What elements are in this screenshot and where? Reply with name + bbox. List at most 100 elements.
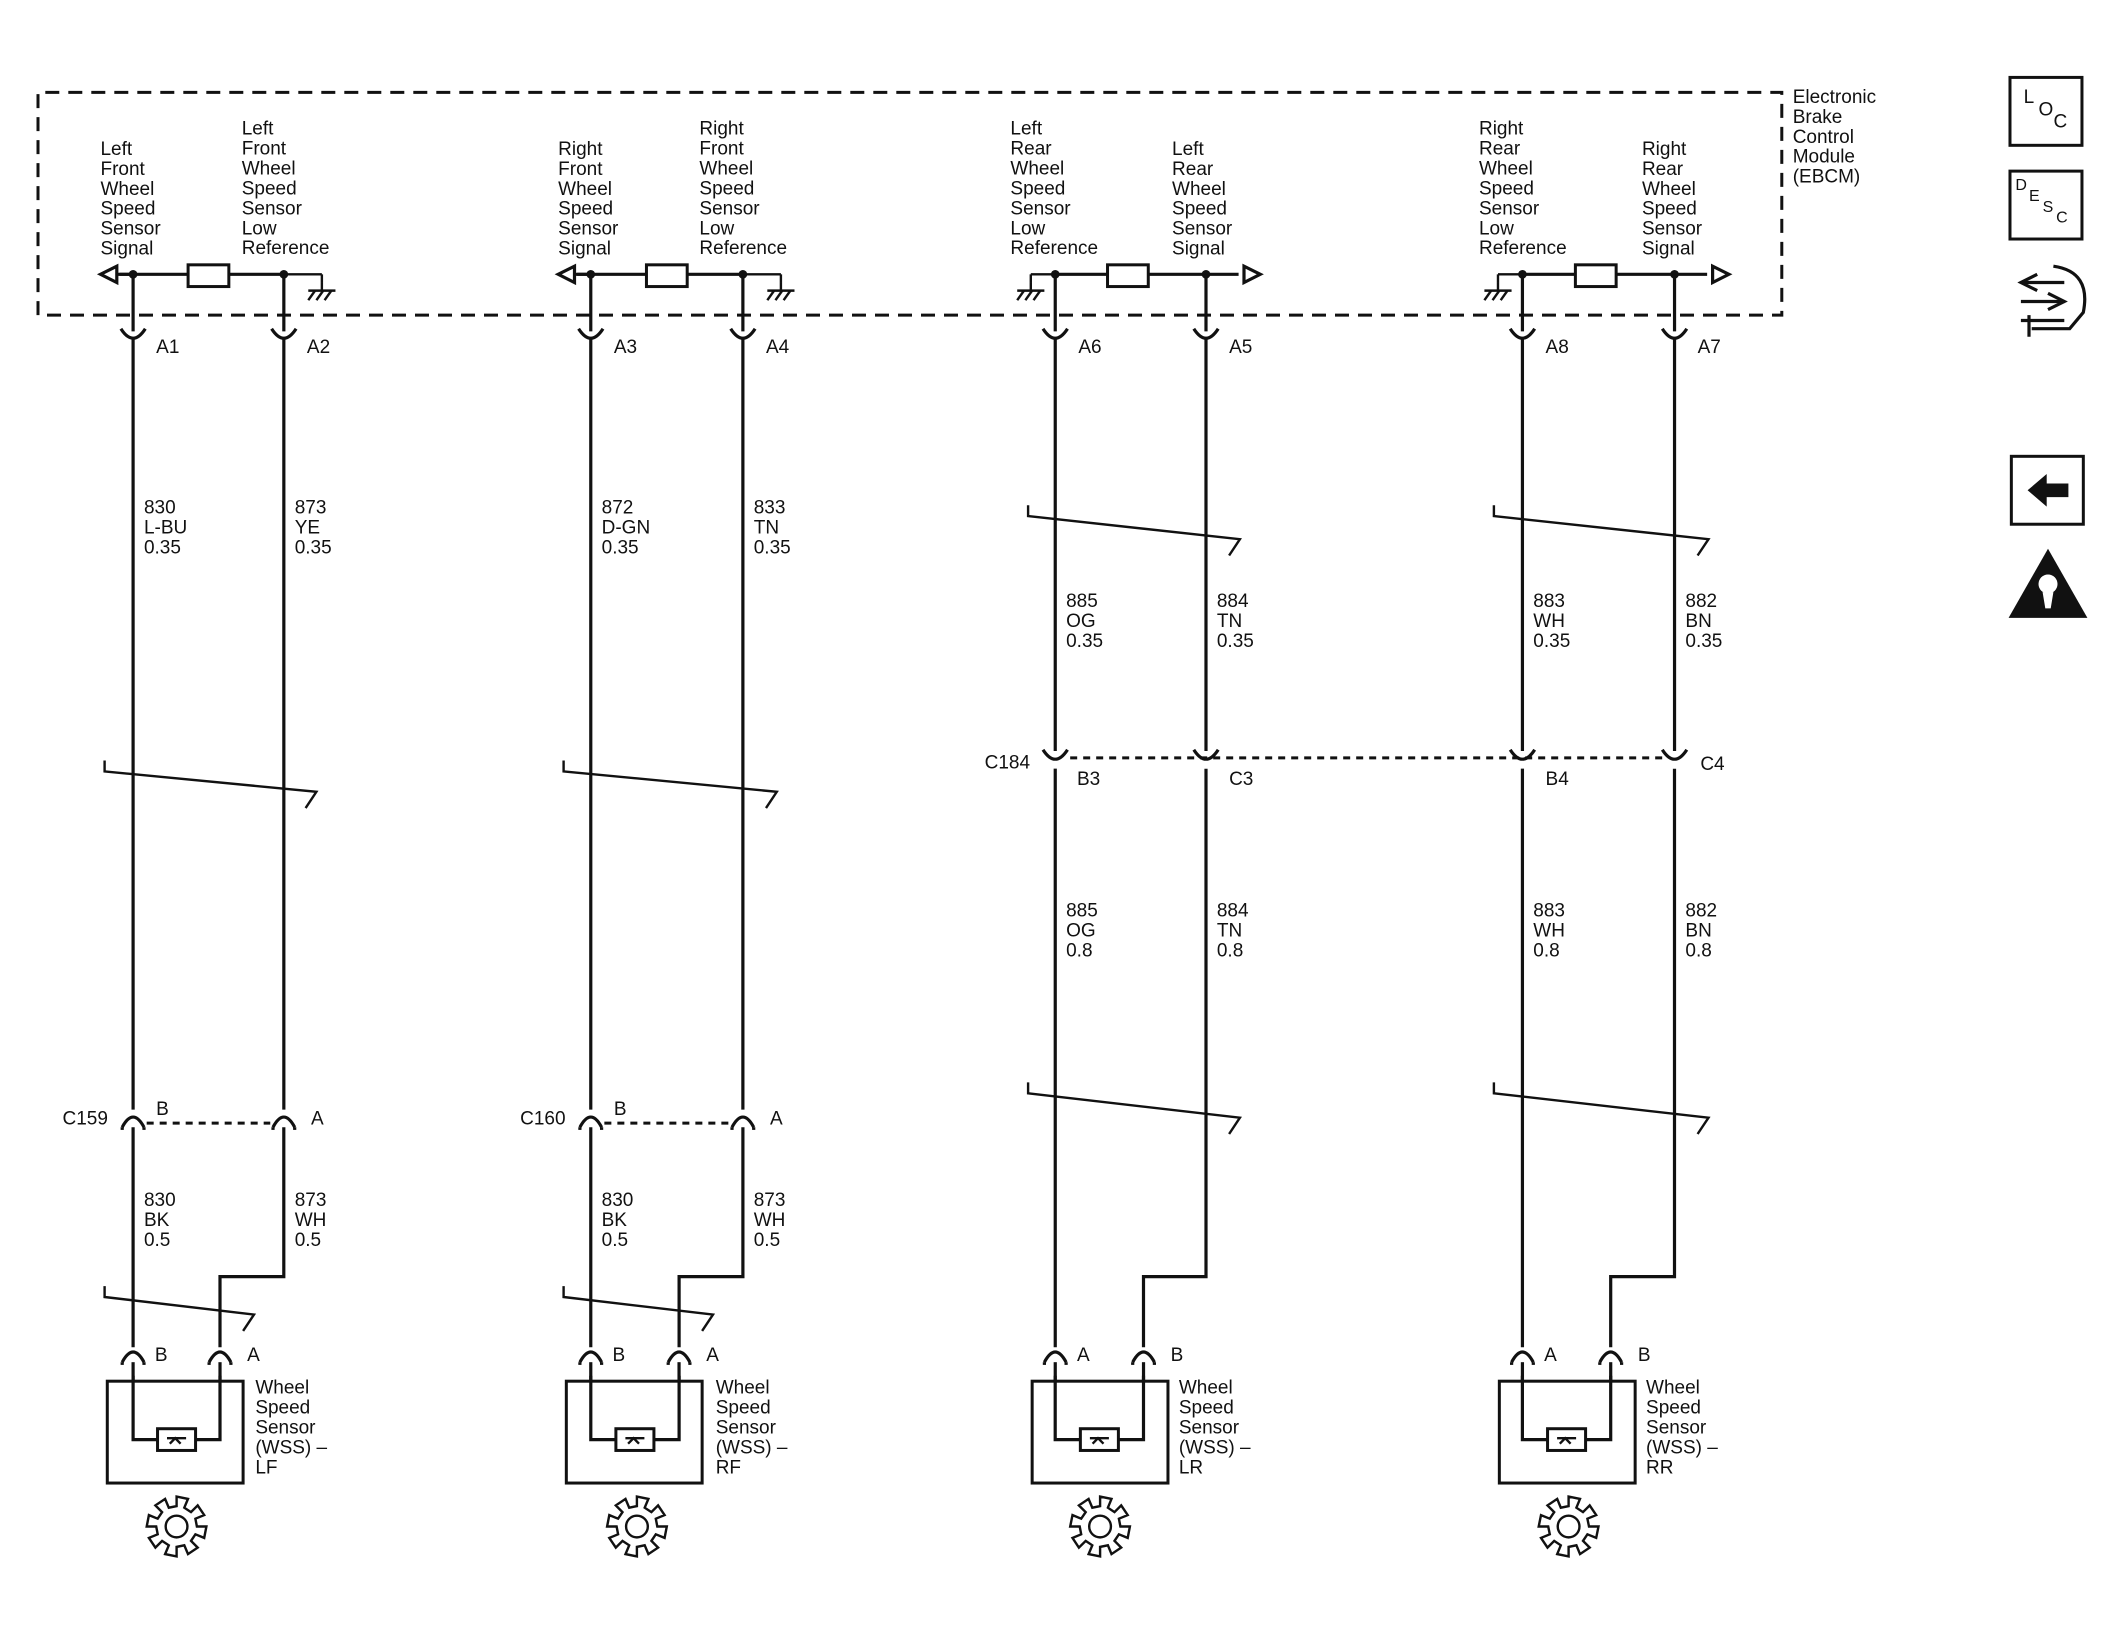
pin-label-lr_low: Low	[1010, 218, 1045, 239]
module-pin-A5	[1192, 327, 1220, 340]
wire-label-lower: 882	[1685, 901, 1717, 922]
wire-label-lower: BK	[144, 1210, 170, 1231]
inline-connector-cup	[271, 1115, 297, 1128]
wire-label-upper: WH	[1533, 611, 1565, 632]
module-pin-A6	[1041, 327, 1069, 340]
wire-label-upper: TN	[754, 517, 779, 538]
module-name: Electronic	[1793, 87, 1876, 108]
wire-label-lower: WH	[1533, 921, 1565, 942]
sensor-name-rf: RF	[716, 1457, 741, 1478]
sensor-name-lr: Sensor	[1179, 1417, 1240, 1438]
wire-label-upper: 885	[1066, 591, 1098, 612]
pin-label-rr_low: Sensor	[1479, 198, 1540, 219]
bias-resistor	[644, 263, 689, 289]
wire-label-lower: BN	[1685, 921, 1711, 942]
harness-break	[562, 760, 779, 809]
pin-label-rr_sig: Rear	[1642, 159, 1684, 180]
pin-label-lr_low: Reference	[1010, 238, 1098, 259]
svg-text:S: S	[2043, 199, 2054, 216]
module-pin-A8	[1508, 327, 1537, 340]
svg-text:C: C	[2053, 112, 2067, 133]
wire-label-lower: 0.8	[1066, 941, 1092, 962]
sensor-name-rr: Sensor	[1646, 1417, 1707, 1438]
inline-connector-cup	[578, 1115, 604, 1128]
module-pin-A3	[577, 327, 605, 340]
pin-label-lr_low: Left	[1010, 118, 1042, 139]
sensor-connector-cup	[120, 1350, 146, 1363]
wire-rr_sig-lower	[1609, 768, 1677, 1348]
pin-id: A3	[614, 337, 637, 358]
pin-label-lf_low: Front	[242, 138, 287, 159]
wire-label-lower: 0.8	[1217, 941, 1243, 962]
sensor-name-lf: Sensor	[255, 1417, 316, 1438]
wire-label-lower: 830	[144, 1190, 176, 1211]
wire-label-upper: 0.35	[602, 537, 639, 558]
pin-label-rf_low: Right	[699, 118, 744, 139]
wire-label-upper: 0.35	[1217, 631, 1254, 652]
pin-label-rr_sig: Sensor	[1642, 219, 1703, 240]
wire-label-lower: 0.5	[144, 1230, 170, 1251]
pin-label-rf_sig: Front	[558, 159, 603, 180]
pin-label-lf_sig: Speed	[100, 199, 155, 220]
pin-label-rf_low: Wheel	[699, 158, 753, 179]
module-pin-A1	[119, 327, 147, 340]
module-name: Control	[1793, 127, 1854, 148]
sensor-pin: B	[155, 1345, 168, 1366]
sensor-name-lr: Wheel	[1179, 1377, 1233, 1398]
pin-label-lr_sig: Wheel	[1172, 179, 1226, 200]
pin-label-rf_sig: Sensor	[558, 219, 619, 240]
warning-icon[interactable]	[2008, 548, 2088, 618]
svg-text:D: D	[2015, 177, 2027, 194]
sensor-name-lf: Speed	[255, 1397, 310, 1418]
signal-arrow	[1242, 263, 1264, 286]
connector-service-icon[interactable]	[2017, 264, 2087, 337]
wheel-gear-icon	[1068, 1495, 1132, 1558]
wire-lr_sig-lower	[1141, 768, 1208, 1348]
wire-label-upper: 833	[754, 497, 786, 518]
pin-label-lf_low: Low	[242, 218, 277, 239]
pin-label-rr_low: Low	[1479, 218, 1514, 239]
pin-label-lr_sig: Speed	[1172, 199, 1227, 220]
sensor-pin: A	[706, 1345, 719, 1366]
module-pin-A7	[1660, 327, 1689, 340]
wire-label-upper: 0.35	[1533, 631, 1570, 652]
wire-label-lower: OG	[1066, 921, 1096, 942]
wire-label-upper: 0.35	[754, 537, 791, 558]
pin-label-lr_sig: Rear	[1172, 159, 1214, 180]
pin-label-rr_low: Right	[1479, 118, 1524, 139]
wire-label-upper: D-GN	[602, 517, 651, 538]
wire-label-lower: WH	[754, 1210, 786, 1231]
pin-label-rr_low: Wheel	[1479, 158, 1533, 179]
signal-arrow	[96, 263, 119, 286]
wire-rf_low-lower	[677, 1127, 745, 1348]
back-arrow-icon[interactable]	[2009, 454, 2085, 526]
pin-label-lf_sig: Signal	[100, 239, 153, 260]
pin-label-rf_low: Reference	[699, 238, 787, 259]
bias-resistor	[186, 263, 231, 289]
sensor-name-lf: Wheel	[255, 1377, 309, 1398]
pin-label-rf_sig: Right	[558, 139, 603, 160]
module-name: (EBCM)	[1793, 167, 1861, 188]
pin-label-rr_sig: Wheel	[1642, 179, 1696, 200]
harness-break	[103, 760, 319, 809]
wire-label-lower: 830	[602, 1190, 634, 1211]
wire-lf_low-lower	[218, 1127, 286, 1348]
connector-pin: B	[156, 1099, 169, 1120]
connector-pin: A	[311, 1109, 324, 1130]
pin-label-rr_sig: Speed	[1642, 199, 1697, 220]
wire-label-upper: 0.35	[1685, 631, 1722, 652]
wire-label-lower: 884	[1217, 901, 1249, 922]
wire-label-upper: L-BU	[144, 517, 187, 538]
sensor-pin: B	[613, 1345, 626, 1366]
sensor-pin: A	[247, 1345, 260, 1366]
pin-label-rf_low: Speed	[699, 178, 754, 199]
sensor-connector-cup	[578, 1350, 604, 1363]
wire-label-upper: 0.35	[295, 537, 332, 558]
pin-id: A6	[1078, 337, 1101, 358]
wire-label-lower: 883	[1533, 901, 1565, 922]
loc-icon[interactable]: LOC	[2008, 75, 2084, 147]
pin-id: A2	[307, 337, 330, 358]
pin-label-lf_sig: Left	[100, 139, 132, 160]
harness-break	[103, 1286, 257, 1332]
